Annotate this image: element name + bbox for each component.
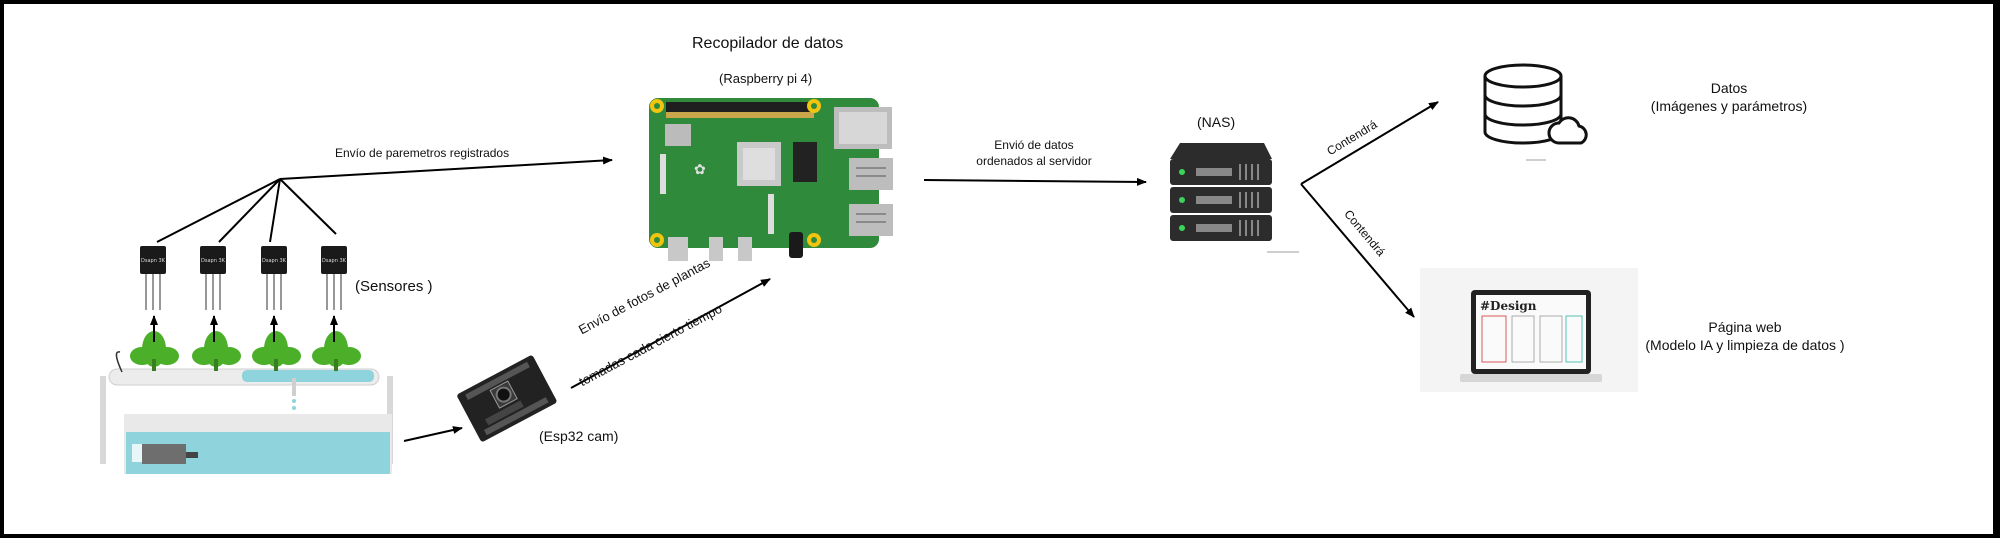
plant-3	[252, 331, 301, 371]
sensors-label: (Sensores )	[355, 278, 433, 295]
arrow-label-sensors-to-pi: Envío de paremetros registrados	[335, 146, 510, 160]
database-cloud-icon	[1483, 63, 1588, 145]
plant-2	[192, 331, 241, 371]
svg-text:✿: ✿	[694, 162, 706, 178]
data-label-subtitle: (Imágenes y parámetros)	[1650, 98, 1808, 114]
web-label-title: Página web	[1708, 319, 1782, 335]
sensor-hub-lines	[156, 178, 337, 243]
diagram-canvas: Dsapn 3K Dsapn 3K Dsapn 3K Dsapn 3K	[4, 4, 1993, 534]
arrow-nas-to-data	[1300, 101, 1439, 185]
svg-text:Dsapn 3K: Dsapn 3K	[322, 258, 347, 264]
svg-text:Dsapn 3K: Dsapn 3K	[262, 258, 287, 264]
esp32-cam-module	[457, 355, 557, 442]
sensor-2: Dsapn 3K	[200, 246, 226, 310]
arrow-label-pi-to-nas-line1: Envió de datos	[994, 138, 1074, 152]
sensor-3: Dsapn 3K	[261, 246, 287, 310]
plant-1	[130, 331, 179, 371]
raspberry-pi-board: ✿	[649, 98, 893, 261]
diagram-graphics: Dsapn 3K Dsapn 3K Dsapn 3K Dsapn 3K	[100, 63, 1638, 474]
data-label-title: Datos	[1710, 80, 1748, 96]
nas-server-icon	[1170, 143, 1272, 241]
plant-to-sensor-arrows	[150, 315, 338, 342]
arrow-esp32-to-pi	[570, 278, 771, 389]
laptop-web-illustration: #Design	[1420, 268, 1638, 392]
svg-text:Dsapn 3K: Dsapn 3K	[141, 258, 166, 264]
hydroponic-system-illustration	[100, 331, 393, 474]
svg-text:Dsapn 3K: Dsapn 3K	[201, 258, 226, 264]
arrow-label-pi-to-nas-line2: ordenados al servidor	[976, 154, 1092, 168]
plant-4	[312, 331, 361, 371]
sensor-4: Dsapn 3K	[321, 246, 347, 310]
nas-label: (NAS)	[1197, 114, 1236, 130]
web-label-subtitle: (Modelo IA y limpieza de datos )	[1645, 337, 1845, 353]
raspberry-pi-label: (Raspberry pi 4)	[719, 71, 813, 86]
arrow-pi-to-nas	[923, 177, 1147, 186]
esp32-cam-label: (Esp32 cam)	[539, 428, 619, 444]
arrow-hydroponic-to-esp32	[403, 426, 463, 442]
arrow-sensors-to-pi	[279, 156, 613, 180]
diagram-title: Recopilador de datos	[692, 35, 844, 52]
svg-text:#Design: #Design	[1480, 299, 1537, 313]
sensor-1: Dsapn 3K	[140, 246, 166, 310]
arrow-nas-to-web	[1300, 183, 1415, 318]
